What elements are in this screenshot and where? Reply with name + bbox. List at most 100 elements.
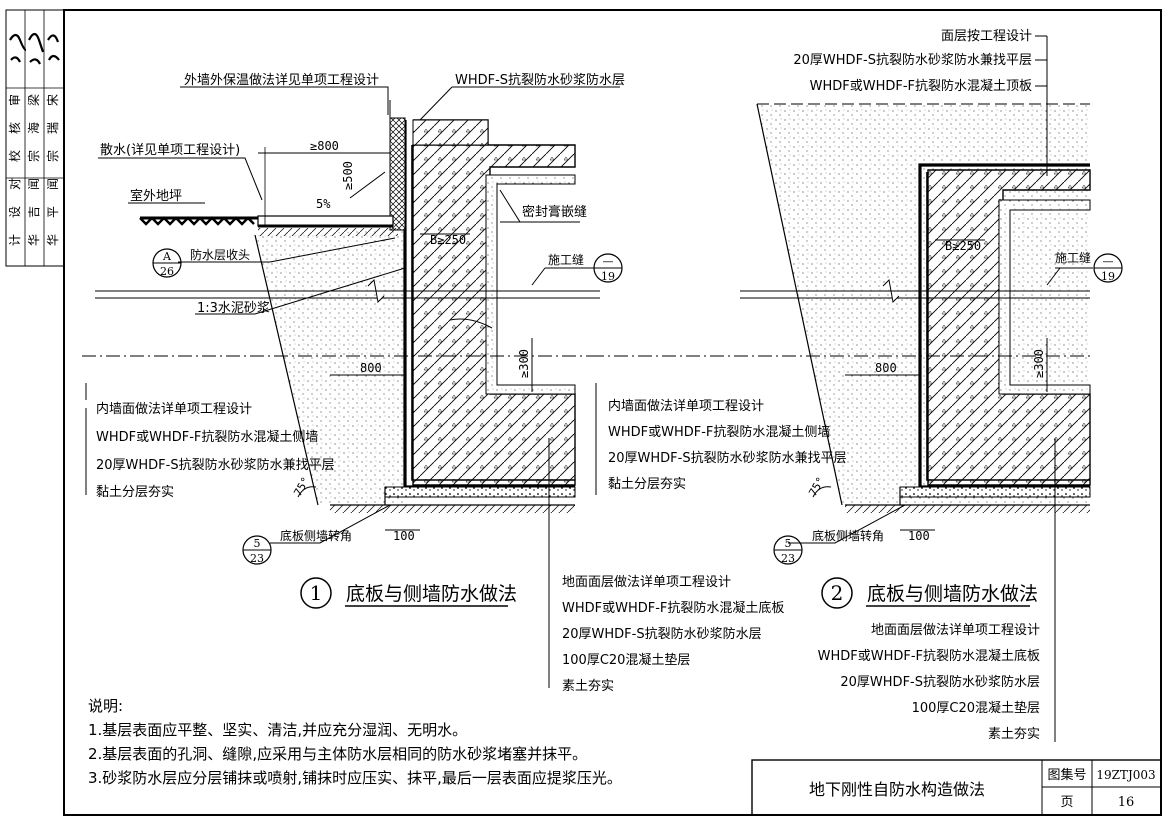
signature-strip-char: 华	[27, 234, 41, 246]
outdoor-ground-label: 室外地坪	[130, 188, 182, 204]
ref-a26-top: A	[162, 250, 172, 263]
waterproof-layer-2	[918, 163, 1090, 487]
notes-section: 说明: 1.基层表面应平整、坚实、清洁,并应充分湿润、无明水。 2.基层表面的孔…	[88, 694, 622, 790]
atlas-number: 19ZTJ003	[1096, 768, 1155, 782]
angle-label: 75°	[291, 475, 312, 499]
floor-callout: WHDF或WHDF-F抗裂防水混凝土底板	[818, 648, 1040, 664]
floor-callout: 20厚WHDF-S抗裂防水砂浆防水层	[840, 674, 1040, 690]
signature-strip-char: 吉	[27, 206, 41, 218]
detail1-title: 底板与侧墙防水做法	[346, 583, 517, 605]
title-block	[751, 759, 1162, 816]
excavation-slope	[254, 234, 319, 506]
signature-strip-char: 宗	[26, 150, 41, 162]
atlas-label: 图集号	[1047, 767, 1086, 783]
dim-800-2: 800	[875, 361, 897, 375]
ref-19-top-2: —	[1103, 255, 1114, 268]
cement-mortar-label: 1:3水泥砂浆	[197, 301, 270, 316]
dim-300-2: ≥300	[1032, 349, 1046, 378]
signature-strip-char: 校	[7, 150, 22, 162]
floor-callout: WHDF或WHDF-F抗裂防水混凝土底板	[562, 600, 784, 616]
roof-callout: 20厚WHDF-S抗裂防水砂浆防水兼找平层	[793, 52, 1032, 68]
wall-callout: WHDF或WHDF-F抗裂防水混凝土侧墙	[608, 424, 830, 440]
c20-cushion	[384, 486, 576, 498]
ref-523-top: 5	[254, 537, 261, 550]
ref-523-bottom-2: 23	[781, 552, 795, 565]
wall-callout: 黏土分层夯实	[96, 484, 174, 500]
notes-heading: 说明:	[88, 697, 124, 715]
inner-finish-layer	[485, 174, 576, 395]
angle-label-2: 75°	[806, 475, 827, 499]
signature-strip-char: 设	[8, 206, 22, 218]
floor-callout: 素土夯实	[988, 727, 1040, 742]
backfill-soil	[255, 230, 405, 505]
detail-2	[590, 35, 1123, 742]
floor-callout: 地面面层做法详单项工程设计	[562, 575, 731, 590]
dim-300: ≥300	[517, 349, 531, 378]
ref-523-bottom: 23	[250, 552, 264, 565]
floor-callout: 100厚C20混凝土垫层	[912, 700, 1040, 716]
floor-callout: 20厚WHDF-S抗裂防水砂浆防水层	[562, 626, 762, 642]
detail1-number: 1	[310, 581, 323, 605]
page-label: 页	[1060, 795, 1073, 810]
wall-callout: 内墙面做法详单项工程设计	[608, 398, 764, 414]
signature-marks	[9, 32, 60, 65]
drawing-title: 地下刚性自防水构造做法	[809, 780, 985, 799]
signature-strip-char: 瑞	[46, 122, 60, 134]
detail2-title: 底板与侧墙防水做法	[867, 583, 1038, 605]
corner-label-2: 底板侧墙转角	[812, 528, 884, 543]
edge-finish-label: 防水层收头	[190, 247, 250, 262]
detail1-floor-callouts: 地面面层做法详单项工程设计 WHDF或WHDF-F抗裂防水混凝土底板 20厚WH…	[562, 575, 784, 694]
signature-strip-char: 华	[46, 234, 60, 246]
signature-strip-char: 审	[7, 94, 22, 106]
detail2-number: 2	[831, 581, 844, 605]
construction-joint-label-2: 施工缝	[1055, 250, 1091, 265]
signature-strip-char: 宗	[45, 150, 60, 162]
roof-callout: 面层按工程设计	[941, 29, 1032, 44]
wall-callout: WHDF或WHDF-F抗裂防水混凝土侧墙	[96, 429, 318, 445]
signature-strip-char: 闻	[27, 178, 41, 190]
detail2-floor-callouts: 地面面层做法详单项工程设计 WHDF或WHDF-F抗裂防水混凝土底板 20厚WH…	[818, 623, 1040, 742]
dim-800: 800	[360, 361, 382, 375]
slope-label: 5%	[316, 197, 331, 211]
signature-strip-char: 平	[46, 206, 60, 218]
floor-callout: 素土夯实	[562, 679, 614, 694]
ref-19-top: —	[603, 255, 614, 268]
dim-100: 100	[393, 529, 415, 543]
wall-callout: 20厚WHDF-S抗裂防水砂浆防水兼找平层	[608, 450, 847, 466]
note-item: 2.基层表面的孔洞、缝隙,应采用与主体防水层相同的防水砂浆堵塞并抹平。	[88, 745, 588, 763]
detail2-wall-callouts: 内墙面做法详单项工程设计 WHDF或WHDF-F抗裂防水混凝土侧墙 20厚WHD…	[608, 398, 847, 492]
roof-callout: WHDF或WHDF-F抗裂防水混凝土顶板	[810, 78, 1032, 94]
construction-joint-label: 施工缝	[548, 252, 584, 267]
ref-19-bottom: 19	[601, 270, 615, 283]
detail2-roof-callouts: 面层按工程设计 20厚WHDF-S抗裂防水砂浆防水兼找平层 WHDF或WHDF-…	[793, 29, 1032, 94]
signature-strip-char: 海	[26, 122, 41, 134]
insulation-layer	[389, 117, 406, 231]
wall-callout: 内墙面做法详单项工程设计	[96, 401, 252, 417]
floor-callout: 地面面层做法详单项工程设计	[871, 623, 1040, 638]
signature-strip-char: 宋	[45, 94, 60, 106]
ref-a26-bottom: 26	[160, 265, 174, 278]
mortar-layer-label: WHDF-S抗裂防水砂浆防水层	[455, 72, 625, 88]
sheet-border	[63, 9, 1162, 816]
sealant-label: 密封膏嵌缝	[522, 204, 587, 220]
signature-strip-char: 核	[8, 122, 22, 134]
dim-800-top: ≥800	[310, 139, 339, 153]
note-item: 1.基层表面应平整、坚实、清洁,并应充分湿润、无明水。	[88, 721, 468, 739]
apron-label: 散水(详见单项工程设计)	[100, 143, 240, 158]
dim-500: ≥500	[341, 161, 355, 190]
note-item: 3.砂浆防水层应分层铺抹或喷射,铺抹时应压实、抹平,最后一层表面应提浆压光。	[88, 769, 622, 787]
corner-label: 底板侧墙转角	[280, 528, 352, 543]
detail-1	[82, 86, 623, 688]
page-number: 16	[1118, 795, 1135, 810]
signature-strip-char: 梁	[26, 94, 41, 106]
ref-19-bottom-2: 19	[1101, 270, 1115, 283]
signature-strip-char: 计	[8, 234, 22, 246]
b250-label: B≥250	[430, 233, 466, 247]
b250-label-2: B≥250	[945, 239, 981, 253]
dim-100-2: 100	[908, 529, 930, 543]
signature-strip-char: 闻	[46, 178, 60, 190]
floor-callout: 100厚C20混凝土垫层	[562, 652, 690, 668]
ref-523-top-2: 5	[785, 537, 792, 550]
wall-callout: 20厚WHDF-S抗裂防水砂浆防水兼找平层	[96, 457, 335, 473]
